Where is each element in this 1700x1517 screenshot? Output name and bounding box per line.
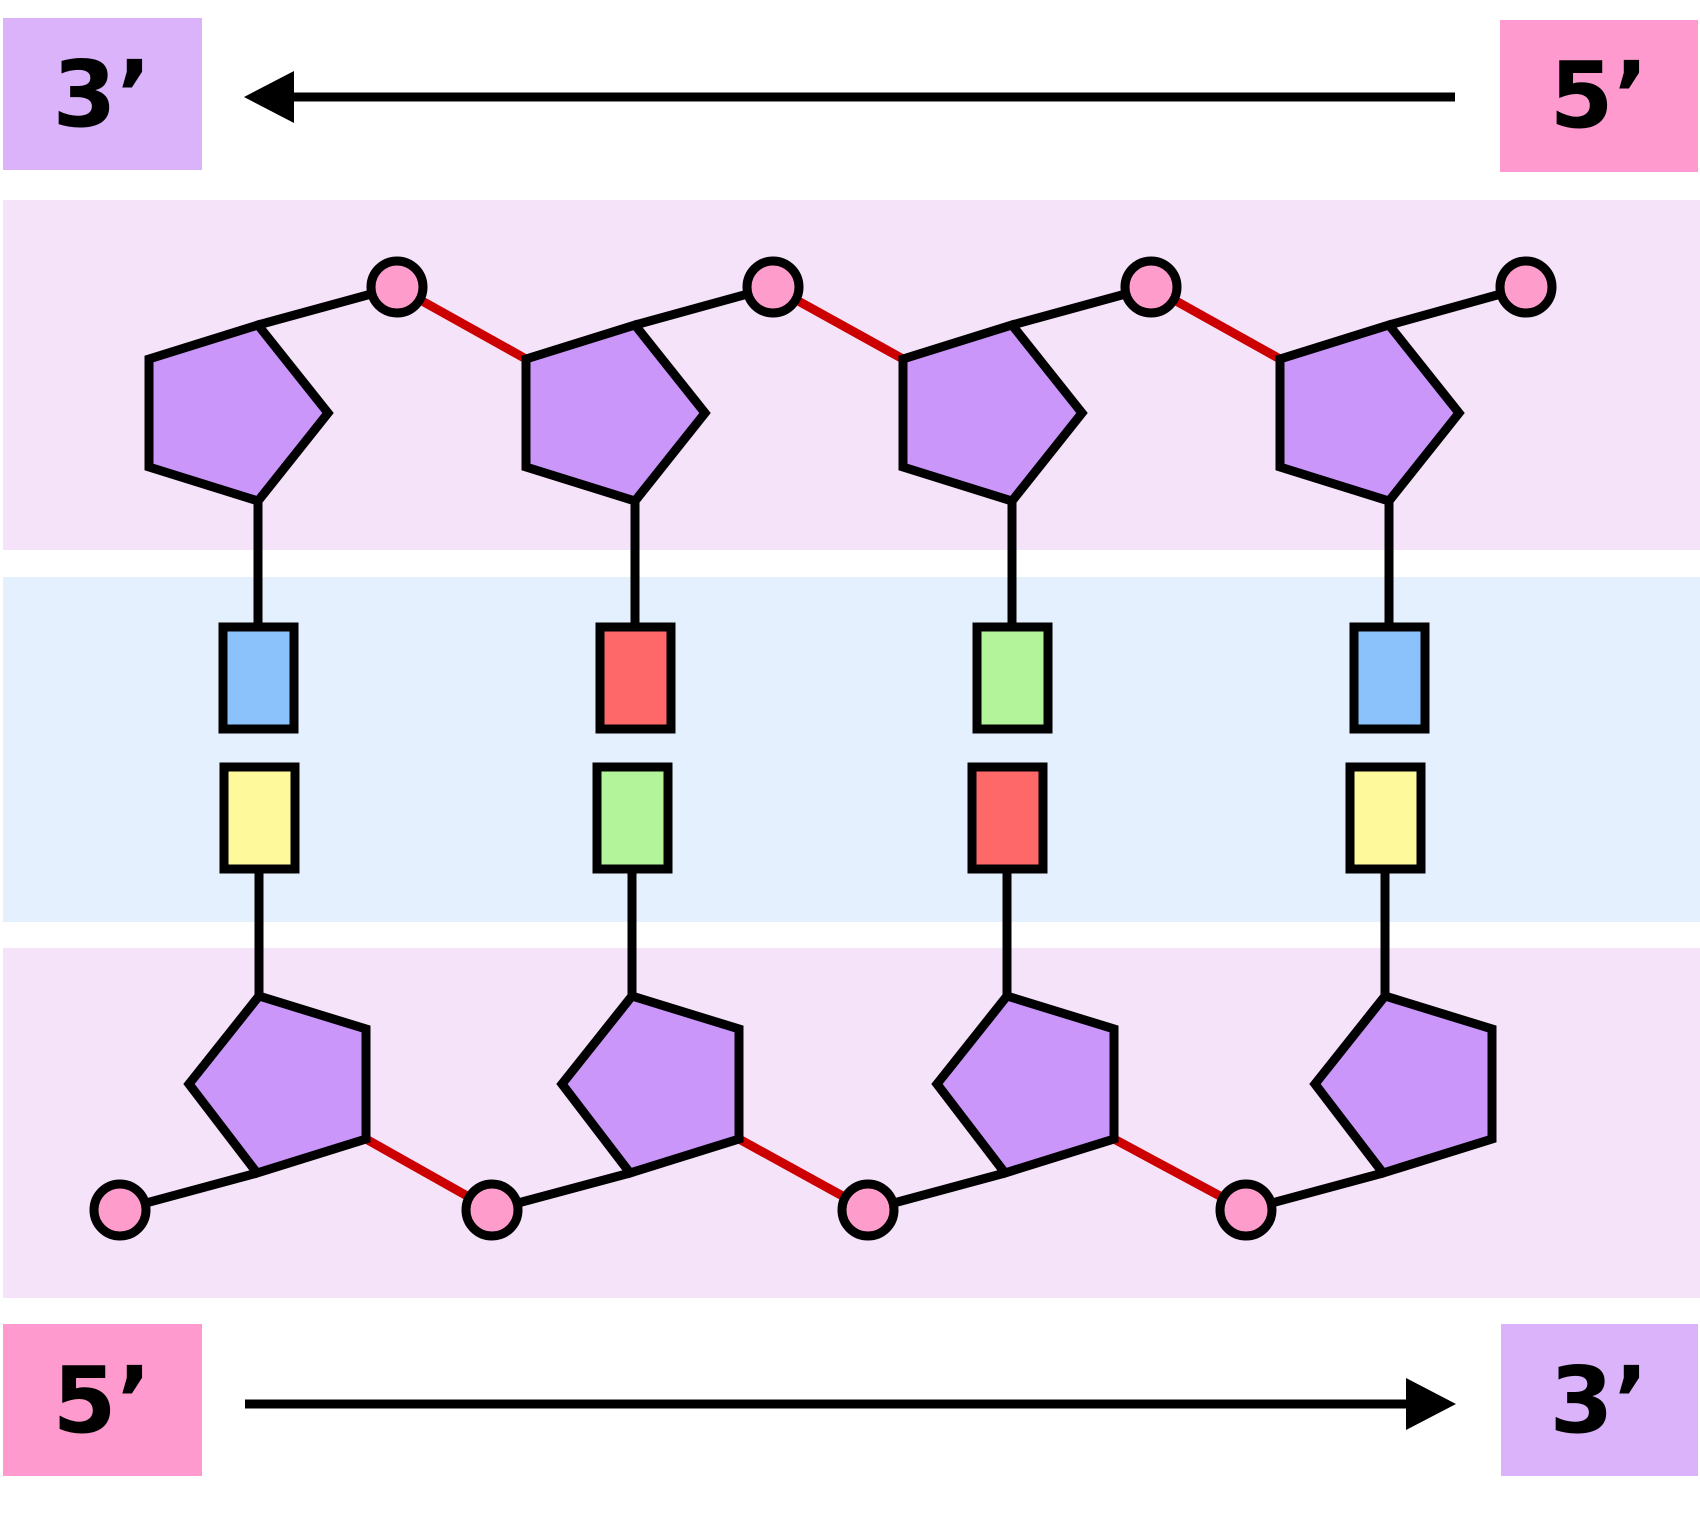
phosphate-group <box>89 1179 151 1241</box>
deoxyribose-sugar <box>521 319 711 507</box>
deoxyribose-sugar <box>144 319 334 507</box>
bottom-right-end-box: 3’ <box>1501 1324 1698 1476</box>
deoxyribose-sugar <box>1309 990 1497 1179</box>
phosphate-layer <box>89 256 1557 1241</box>
phosphate-group <box>461 1179 523 1241</box>
phosphate-group <box>837 1179 899 1241</box>
bottom-strand-direction-arrow <box>245 1378 1456 1430</box>
deoxyribose-sugar <box>1275 319 1465 507</box>
bottom-left-end-box: 5’ <box>3 1324 202 1476</box>
end-box-5prime <box>1500 20 1698 172</box>
end-label-bottom-left: 5’ <box>53 1347 152 1454</box>
nucleobase <box>592 762 673 874</box>
phosphate-group <box>1120 256 1182 318</box>
end-box-5prime <box>3 1324 202 1476</box>
end-label-top-right: 5’ <box>1550 42 1649 149</box>
phosphate-group <box>1495 256 1557 318</box>
top-strand-direction-arrow <box>244 71 1455 123</box>
nucleobase <box>972 622 1053 734</box>
sugar-layer <box>144 319 1497 1179</box>
strands <box>89 256 1557 1241</box>
deoxyribose-sugar <box>898 319 1088 507</box>
top-left-end-box: 3’ <box>3 18 202 170</box>
phosphate-group <box>742 256 804 318</box>
nucleobase <box>219 762 300 874</box>
deoxyribose-sugar <box>183 990 371 1179</box>
base-layer <box>218 622 1430 874</box>
deoxyribose-sugar <box>556 990 744 1179</box>
nucleobase <box>967 762 1048 874</box>
end-label-bottom-right: 3’ <box>1550 1347 1649 1454</box>
nucleobase <box>218 622 299 734</box>
phosphate-group <box>366 256 428 318</box>
nucleobase <box>595 622 676 734</box>
end-box-3prime <box>3 18 202 170</box>
nucleobase <box>1345 762 1426 874</box>
phosphate-group <box>1215 1179 1277 1241</box>
top-right-end-box: 5’ <box>1500 20 1698 172</box>
end-box-3prime <box>1501 1324 1698 1476</box>
nucleobase <box>1349 622 1430 734</box>
deoxyribose-sugar <box>931 990 1119 1179</box>
end-label-top-left: 3’ <box>53 41 152 148</box>
